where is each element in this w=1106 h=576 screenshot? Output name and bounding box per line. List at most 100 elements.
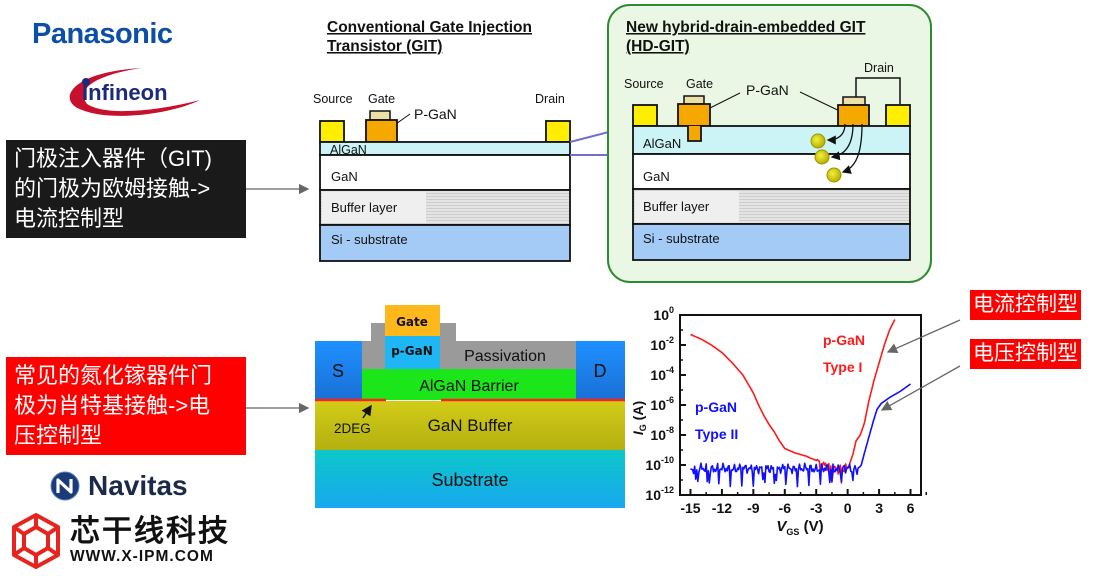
infineon-wordmark: Infineon — [82, 80, 168, 105]
gate-metal — [369, 110, 391, 121]
series-type2-line — [690, 383, 911, 488]
git-ohmic-callout: 门极注入器件（GIT) 的门极为欧姆接触-> 电流控制型 — [6, 140, 246, 238]
y-tick-label: 10-2 — [650, 335, 674, 353]
x-tick-label: -3 — [810, 500, 823, 516]
substrate-layer — [315, 450, 625, 508]
pgan-label: P-GaN — [414, 106, 457, 122]
drain-contact — [885, 104, 911, 127]
source-label: S — [332, 361, 344, 381]
callout-line: 电流控制型 — [14, 206, 125, 231]
x-tick-label: 3 — [875, 500, 883, 516]
type1-label-line1: p-GaN — [823, 332, 865, 348]
schottky-callout: 常见的氮化镓器件门 极为肖特基接触->电 压控制型 — [6, 357, 246, 455]
gate-label: Gate — [396, 315, 428, 329]
x-tick-label: -15 — [680, 500, 700, 516]
source-contact — [319, 120, 345, 143]
callout-line: 常见的氮化镓器件门 — [14, 363, 213, 388]
hole-icon — [814, 149, 830, 165]
gan-label: GaN — [643, 169, 670, 184]
x-tick-label: -9 — [747, 500, 760, 516]
drain-contact — [545, 120, 571, 143]
substrate-label: Si - substrate — [331, 232, 408, 247]
hd-git-diagram: New hybrid-drain-embedded GIT (HD-GIT) S… — [607, 4, 932, 283]
infineon-logo: Infineon — [69, 68, 200, 116]
callout-line: 极为肖特基接触->电 — [14, 393, 211, 418]
y-axis: 100 10-2 10-4 10-6 10-8 10-10 10-12 — [645, 305, 686, 503]
panasonic-logo: Panasonic — [32, 18, 173, 50]
schottky-hemt-diagram: Substrate GaN Buffer S D Passivation Gat… — [315, 305, 625, 508]
algan-barrier-layer — [362, 369, 576, 400]
gate-metal — [683, 95, 705, 105]
hole-injection-arrow — [830, 123, 854, 161]
series-type1-line — [690, 319, 896, 484]
hole-injection-arrow — [826, 123, 846, 145]
callout-line: 的门极为欧姆接触-> — [14, 176, 211, 201]
drain-label: Drain — [535, 92, 565, 106]
drain-contact — [576, 341, 625, 401]
algan-label: AlGaN — [643, 136, 681, 151]
gate-label: Gate — [368, 92, 395, 106]
hole-icon — [810, 133, 826, 149]
hd-git-title: New hybrid-drain-embedded GIT — [626, 19, 866, 36]
hole-injection-arrow — [841, 123, 863, 174]
buffer-label-bg — [322, 192, 426, 223]
xpm-url: WWW.X-IPM.COM — [70, 548, 214, 565]
conventional-git-diagram: Conventional Gate Injection Transistor (… — [313, 19, 571, 262]
substrate-label: Si - substrate — [643, 231, 720, 246]
gate-metal — [385, 305, 440, 341]
y-tick-label: 10-12 — [645, 485, 674, 503]
callout-line: 门极注入器件（GIT) — [14, 146, 212, 171]
type2-label-line2: Type II — [695, 426, 738, 442]
drain-label: D — [594, 361, 607, 381]
navitas-wordmark: Navitas — [88, 470, 188, 501]
drain-label: Drain — [864, 61, 894, 75]
xpm-wordmark-cn: 芯干线科技 — [70, 515, 230, 548]
y-tick-label: 10-10 — [645, 455, 674, 473]
buffer-label: Buffer layer — [643, 199, 710, 214]
y-tick-label: 10-6 — [650, 395, 674, 413]
voltage-type-tag: 电压控制型 — [970, 339, 1081, 369]
drain-metal — [842, 96, 866, 106]
source-contact — [632, 104, 658, 127]
conventional-git-title-2: Transistor (GIT) — [327, 38, 442, 55]
type1-label-line2: Type I — [823, 359, 862, 375]
pgan-label: p-GaN — [391, 344, 433, 358]
x-tick-label: -6 — [779, 500, 792, 516]
voltage-type-arrow — [880, 365, 961, 411]
substrate-label: Substrate — [431, 470, 508, 490]
substrate-layer — [632, 223, 911, 261]
hole-icon — [826, 167, 842, 183]
x-tick-label: -12 — [712, 500, 732, 516]
current-type-arrow — [886, 319, 961, 354]
buffer-label-bg — [635, 191, 739, 222]
type2-label-line1: p-GaN — [695, 399, 737, 415]
navitas-n-icon — [50, 471, 80, 501]
source-contact — [315, 341, 362, 401]
pgan-block — [365, 119, 398, 143]
current-type-tag: 电流控制型 — [970, 290, 1081, 320]
y-tick-label: 10-4 — [650, 365, 674, 383]
conventional-git-title: Conventional Gate Injection — [327, 19, 532, 36]
algan-label: AlGaN — [330, 143, 367, 157]
callout-line: 压控制型 — [14, 423, 103, 448]
substrate-layer — [319, 224, 571, 262]
y-axis-title: IG (A) — [630, 401, 648, 435]
series-group — [690, 319, 911, 488]
infineon-dot-icon — [82, 78, 90, 86]
algan-barrier-label: AlGaN Barrier — [419, 378, 519, 395]
navitas-logo: Navitas — [50, 470, 188, 502]
source-label: Source — [313, 92, 353, 106]
x-axis-title: VGS (V) — [776, 518, 823, 537]
xpm-cube-icon — [12, 513, 60, 569]
source-label: Source — [624, 77, 664, 91]
pgan-label: P-GaN — [746, 82, 789, 98]
y-tick-label: 100 — [653, 305, 674, 323]
y-axis-title-text: IG (A) — [630, 401, 648, 435]
gan-layer — [632, 153, 911, 190]
gan-buffer-label: GaN Buffer — [428, 416, 513, 435]
x-tick-label: 0 — [844, 500, 852, 516]
twodeg-label: 2DEG — [334, 421, 371, 436]
y-tick-label: 10-8 — [650, 425, 674, 443]
